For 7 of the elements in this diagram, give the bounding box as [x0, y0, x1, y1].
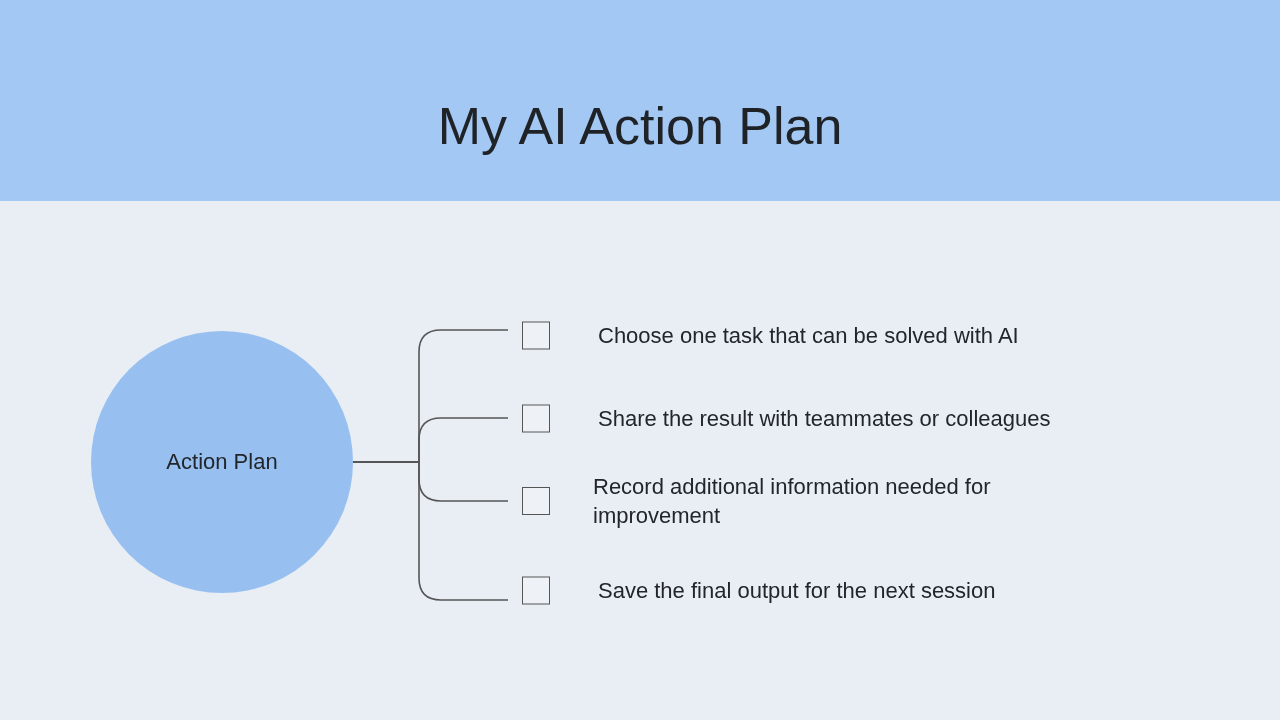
task-text: Record additional information needed for improvement	[593, 473, 992, 530]
title: My AI Action Plan	[436, 96, 844, 156]
connector-line	[352, 461, 509, 601]
task-text: Share the result with teammates or colleagues	[598, 404, 1052, 433]
task-text: Save the final output for the next session	[598, 576, 997, 605]
task-text: Choose one task that can be solved with AI	[598, 321, 1020, 350]
circle-label: Action Plan	[166, 449, 278, 475]
